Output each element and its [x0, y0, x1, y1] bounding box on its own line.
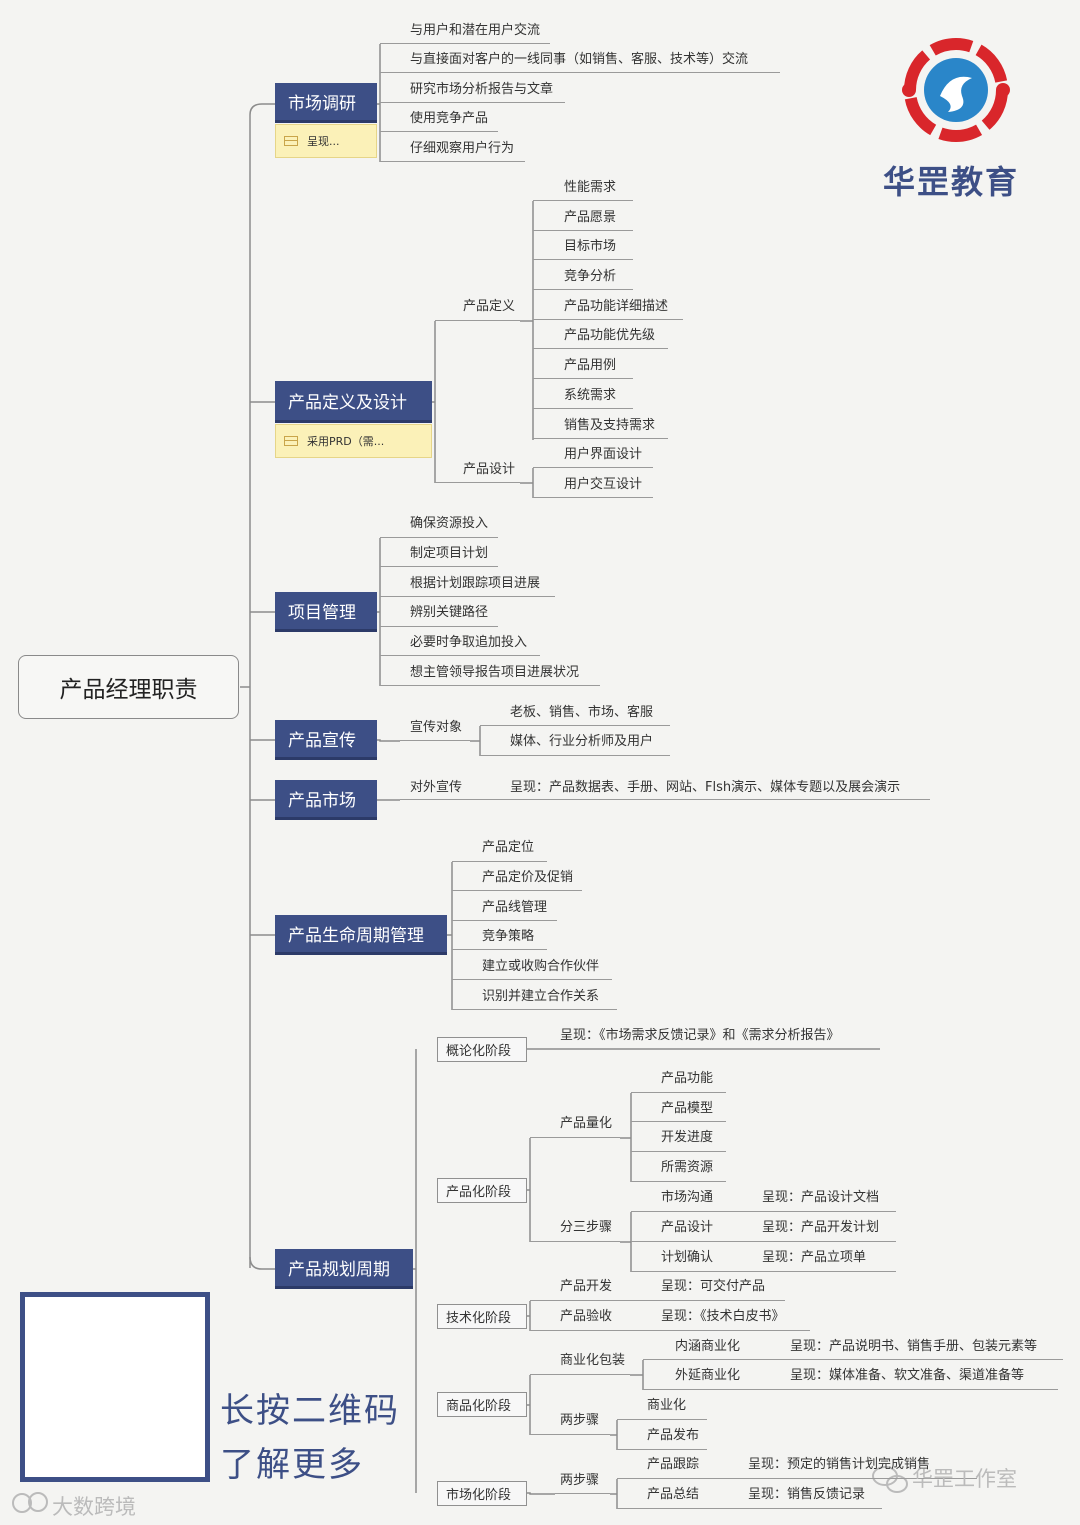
- leaf-node[interactable]: 产品功能详细描述: [564, 299, 668, 315]
- leaf-node[interactable]: 老板、销售、市场、客服: [510, 705, 653, 721]
- leaf-node[interactable]: 根据计划跟踪项目进展: [410, 576, 540, 592]
- weibo-watermark-icon: [13, 1493, 47, 1512]
- leaf-node[interactable]: 产品愿景: [564, 210, 616, 226]
- watermark-left: 大数跨境: [52, 1491, 136, 1521]
- leaf-node[interactable]: 目标市场: [564, 239, 616, 255]
- stage-productization[interactable]: 产品化阶段: [437, 1178, 527, 1203]
- watermark-right: 华罡工作室: [912, 1463, 1017, 1493]
- leaf-node[interactable]: 市场沟通: [661, 1190, 713, 1206]
- leaf-node[interactable]: 产品功能: [661, 1071, 713, 1087]
- leaf-node[interactable]: 研究市场分析报告与文章: [410, 82, 553, 98]
- leaf-node[interactable]: 产品线管理: [482, 900, 547, 916]
- group-node[interactable]: 宣传对象: [410, 720, 462, 736]
- leaf-node[interactable]: 产品模型: [661, 1101, 713, 1117]
- stage-concept[interactable]: 概论化阶段: [437, 1037, 527, 1062]
- leaf-node[interactable]: 竞争策略: [482, 929, 534, 945]
- leaf-node[interactable]: 开发进度: [661, 1130, 713, 1146]
- leaf-node[interactable]: 销售及支持需求: [564, 418, 655, 434]
- leaf-node[interactable]: 产品定价及促销: [482, 870, 573, 886]
- leaf-node[interactable]: 产品功能优先级: [564, 328, 655, 344]
- category-project-management[interactable]: 项目管理: [275, 592, 377, 632]
- promo-line-1: 长按二维码: [220, 1383, 400, 1432]
- category-lifecycle-management[interactable]: 产品生命周期管理: [275, 915, 447, 955]
- leaf-node[interactable]: 呈现：媒体准备、软文准备、渠道准备等: [790, 1368, 1024, 1384]
- note-icon: [284, 436, 298, 446]
- group-node[interactable]: 产品量化: [560, 1116, 612, 1132]
- leaf-node[interactable]: 产品用例: [564, 358, 616, 374]
- leaf-node[interactable]: 使用竞争产品: [410, 111, 488, 127]
- leaf-node[interactable]: 呈现：产品说明书、销售手册、包装元素等: [790, 1339, 1037, 1355]
- leaf-node[interactable]: 确保资源投入: [410, 516, 488, 532]
- category-market-research[interactable]: 市场调研: [275, 83, 377, 123]
- leaf-node[interactable]: 产品跟踪: [647, 1457, 699, 1473]
- leaf-node[interactable]: 辨别关键路径: [410, 605, 488, 621]
- qr-frame[interactable]: [20, 1292, 210, 1482]
- leaf-node[interactable]: 呈现：销售反馈记录: [748, 1487, 865, 1503]
- leaf-node[interactable]: 商业化: [647, 1398, 686, 1414]
- brand-name: 华罡教育: [883, 157, 1019, 203]
- leaf-node[interactable]: 用户交互设计: [564, 477, 642, 493]
- leaf-node[interactable]: 产品开发: [560, 1279, 612, 1295]
- group-node[interactable]: 对外宣传: [410, 780, 462, 796]
- leaf-node[interactable]: 产品定位: [482, 840, 534, 856]
- leaf-node[interactable]: 性能需求: [564, 180, 616, 196]
- category-product-promotion[interactable]: 产品宣传: [275, 720, 377, 760]
- group-node[interactable]: 产品定义: [463, 299, 515, 315]
- leaf-node[interactable]: 呈现：产品立项单: [762, 1250, 866, 1266]
- note-market-research[interactable]: 呈现...: [275, 124, 377, 158]
- leaf-node[interactable]: 识别并建立合作关系: [482, 989, 599, 1005]
- leaf-node[interactable]: 产品设计: [661, 1220, 713, 1236]
- leaf-node[interactable]: 呈现：《市场需求反馈记录》和《需求分析报告》: [560, 1028, 840, 1044]
- leaf-node[interactable]: 外延商业化: [675, 1368, 740, 1384]
- leaf-node[interactable]: 系统需求: [564, 388, 616, 404]
- leaf-node[interactable]: 呈现：产品数据表、手册、网站、Flsh演示、媒体专题以及展会演示: [510, 780, 900, 796]
- leaf-node[interactable]: 与直接面对客户的一线同事（如销售、客服、技术等）交流: [410, 52, 748, 68]
- leaf-node[interactable]: 用户界面设计: [564, 447, 642, 463]
- stage-commercialization[interactable]: 商品化阶段: [437, 1392, 527, 1417]
- category-product-market[interactable]: 产品市场: [275, 780, 377, 820]
- leaf-node[interactable]: 制定项目计划: [410, 546, 488, 562]
- root-node[interactable]: 产品经理职责: [18, 655, 239, 719]
- promo-line-2: 了解更多: [220, 1437, 364, 1486]
- leaf-node[interactable]: 仔细观察用户行为: [410, 141, 514, 157]
- category-product-definition[interactable]: 产品定义及设计: [275, 381, 432, 423]
- stage-marketization[interactable]: 市场化阶段: [437, 1481, 527, 1506]
- group-node[interactable]: 两步骤: [560, 1413, 599, 1429]
- note-icon: [284, 136, 298, 146]
- leaf-node[interactable]: 呈现：产品设计文档: [762, 1190, 879, 1206]
- leaf-node[interactable]: 所需资源: [661, 1160, 713, 1176]
- note-product-definition[interactable]: 采用PRD（需...: [275, 424, 432, 458]
- group-node[interactable]: 分三步骤: [560, 1220, 612, 1236]
- leaf-node[interactable]: 呈现：《技术白皮书》: [661, 1309, 785, 1325]
- group-node[interactable]: 商业化包装: [560, 1353, 625, 1369]
- huagang-logo-icon: [902, 44, 1010, 136]
- leaf-node[interactable]: 呈现：可交付产品: [661, 1279, 765, 1295]
- leaf-node[interactable]: 想主管领导报告项目进展状况: [410, 665, 579, 681]
- leaf-node[interactable]: 必要时争取追加投入: [410, 635, 527, 651]
- leaf-node[interactable]: 与用户和潜在用户交流: [410, 23, 540, 39]
- leaf-node[interactable]: 产品总结: [647, 1487, 699, 1503]
- leaf-node[interactable]: 呈现：产品开发计划: [762, 1220, 879, 1236]
- leaf-node[interactable]: 呈现：预定的销售计划完成销售: [748, 1457, 930, 1473]
- group-node[interactable]: 产品设计: [463, 462, 515, 478]
- leaf-node[interactable]: 产品发布: [647, 1428, 699, 1444]
- leaf-node[interactable]: 内涵商业化: [675, 1339, 740, 1355]
- group-node[interactable]: 两步骤: [560, 1473, 599, 1489]
- leaf-node[interactable]: 竞争分析: [564, 269, 616, 285]
- leaf-node[interactable]: 计划确认: [661, 1250, 713, 1266]
- leaf-node[interactable]: 建立或收购合作伙伴: [482, 959, 599, 975]
- leaf-node[interactable]: 媒体、行业分析师及用户: [510, 734, 653, 750]
- category-planning-cycle[interactable]: 产品规划周期: [275, 1249, 413, 1289]
- leaf-node[interactable]: 产品验收: [560, 1309, 612, 1325]
- stage-technicalization[interactable]: 技术化阶段: [437, 1304, 527, 1329]
